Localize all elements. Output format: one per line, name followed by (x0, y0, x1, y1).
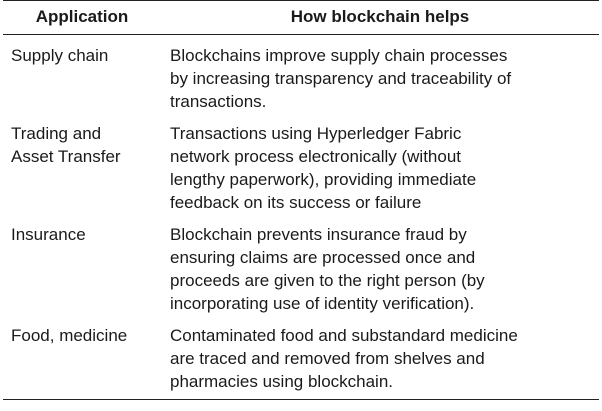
application-line: Trading and (11, 124, 102, 143)
description-cell: Transactions using Hyperledger Fabric ne… (161, 113, 599, 214)
description-line: network process electronically (without (170, 147, 462, 166)
table-row: Trading and Asset Transfer Transactions … (3, 113, 599, 214)
application-line: Insurance (11, 225, 86, 244)
description-line: Contaminated food and substandard medici… (170, 326, 518, 345)
description-line: Transactions using Hyperledger Fabric (170, 124, 462, 143)
description-line: Blockchains improve supply chain process… (170, 46, 508, 65)
table-row: Insurance Blockchain prevents insurance … (3, 214, 599, 315)
description-line: pharmacies using blockchain. (170, 372, 394, 391)
application-cell: Trading and Asset Transfer (3, 113, 161, 214)
table-row: Supply chain Blockchains improve supply … (3, 35, 599, 114)
application-cell: Food, medicine (3, 315, 161, 400)
description-line: incorporating use of identity verificati… (170, 294, 475, 313)
description-line: proceeds are given to the right person (… (170, 271, 485, 290)
table-header: Application How blockchain helps (3, 0, 599, 35)
header-row: Application How blockchain helps (3, 0, 599, 35)
blockchain-applications-table-wrapper: Application How blockchain helps Supply … (3, 0, 599, 400)
table-row: Food, medicine Contaminated food and sub… (3, 315, 599, 400)
description-cell: Blockchain prevents insurance fraud by e… (161, 214, 599, 315)
application-cell: Insurance (3, 214, 161, 315)
application-line: Asset Transfer (11, 147, 121, 166)
description-line: Blockchain prevents insurance fraud by (170, 225, 467, 244)
description-cell: Contaminated food and substandard medici… (161, 315, 599, 400)
description-line: by increasing transparency and traceabil… (170, 69, 512, 88)
table-body: Supply chain Blockchains improve supply … (3, 35, 599, 400)
blockchain-applications-table: Application How blockchain helps Supply … (3, 0, 599, 400)
description-line: feedback on its success or failure (170, 193, 422, 212)
application-cell: Supply chain (3, 35, 161, 114)
description-line: are traced and removed from shelves and (170, 349, 485, 368)
description-line: transactions. (170, 92, 267, 111)
description-line: lengthy paperwork), providing immediate (170, 170, 477, 189)
header-application: Application (3, 0, 161, 35)
header-how-blockchain-helps: How blockchain helps (161, 0, 599, 35)
application-line: Supply chain (11, 46, 109, 65)
description-line: ensuring claims are processed once and (170, 248, 476, 267)
description-cell: Blockchains improve supply chain process… (161, 35, 599, 114)
application-line: Food, medicine (11, 326, 128, 345)
